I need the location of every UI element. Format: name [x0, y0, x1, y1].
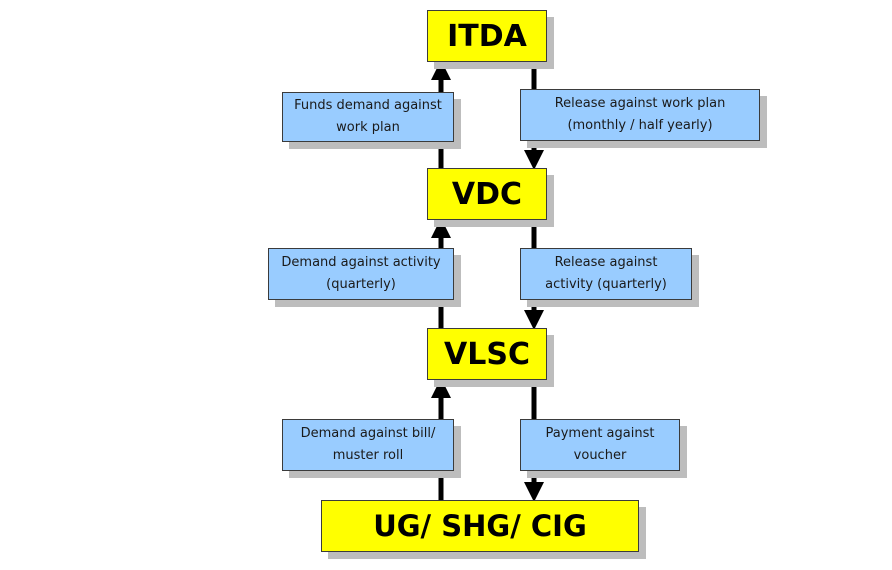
node-vlsc-label: VLSC [444, 336, 530, 372]
label-funds-demand-line2: work plan [336, 120, 400, 135]
label-funds-demand: Funds demand against work plan [282, 92, 454, 142]
label-release-activity: Release against activity (quarterly) [520, 248, 692, 300]
label-release-work-plan-line2: (monthly / half yearly) [567, 118, 713, 133]
node-itda-label: ITDA [447, 18, 527, 54]
label-release-activity-line2: activity (quarterly) [545, 277, 667, 292]
node-ug-shg-cig: UG/ SHG/ CIG [321, 500, 639, 552]
node-itda: ITDA [427, 10, 547, 62]
label-demand-bill: Demand against bill/ muster roll [282, 419, 454, 471]
node-vdc-label: VDC [451, 176, 523, 212]
label-demand-bill-line1: Demand against bill/ [300, 426, 436, 441]
label-payment-voucher-line1: Payment against [545, 426, 655, 441]
label-release-work-plan-line1: Release against work plan [554, 96, 726, 111]
label-payment-voucher: Payment against voucher [520, 419, 680, 471]
label-payment-voucher-line2: voucher [573, 448, 627, 463]
label-funds-demand-line1: Funds demand against [294, 98, 442, 113]
node-vlsc: VLSC [427, 328, 547, 380]
label-release-work-plan: Release against work plan (monthly / hal… [520, 89, 760, 141]
label-demand-activity-line1: Demand against activity [281, 255, 441, 270]
label-demand-activity-line2: (quarterly) [326, 277, 396, 292]
label-release-activity-line1: Release against [554, 255, 658, 270]
label-demand-activity: Demand against activity (quarterly) [268, 248, 454, 300]
label-demand-bill-line2: muster roll [332, 448, 404, 463]
node-vdc: VDC [427, 168, 547, 220]
node-ug-label: UG/ SHG/ CIG [373, 509, 587, 543]
